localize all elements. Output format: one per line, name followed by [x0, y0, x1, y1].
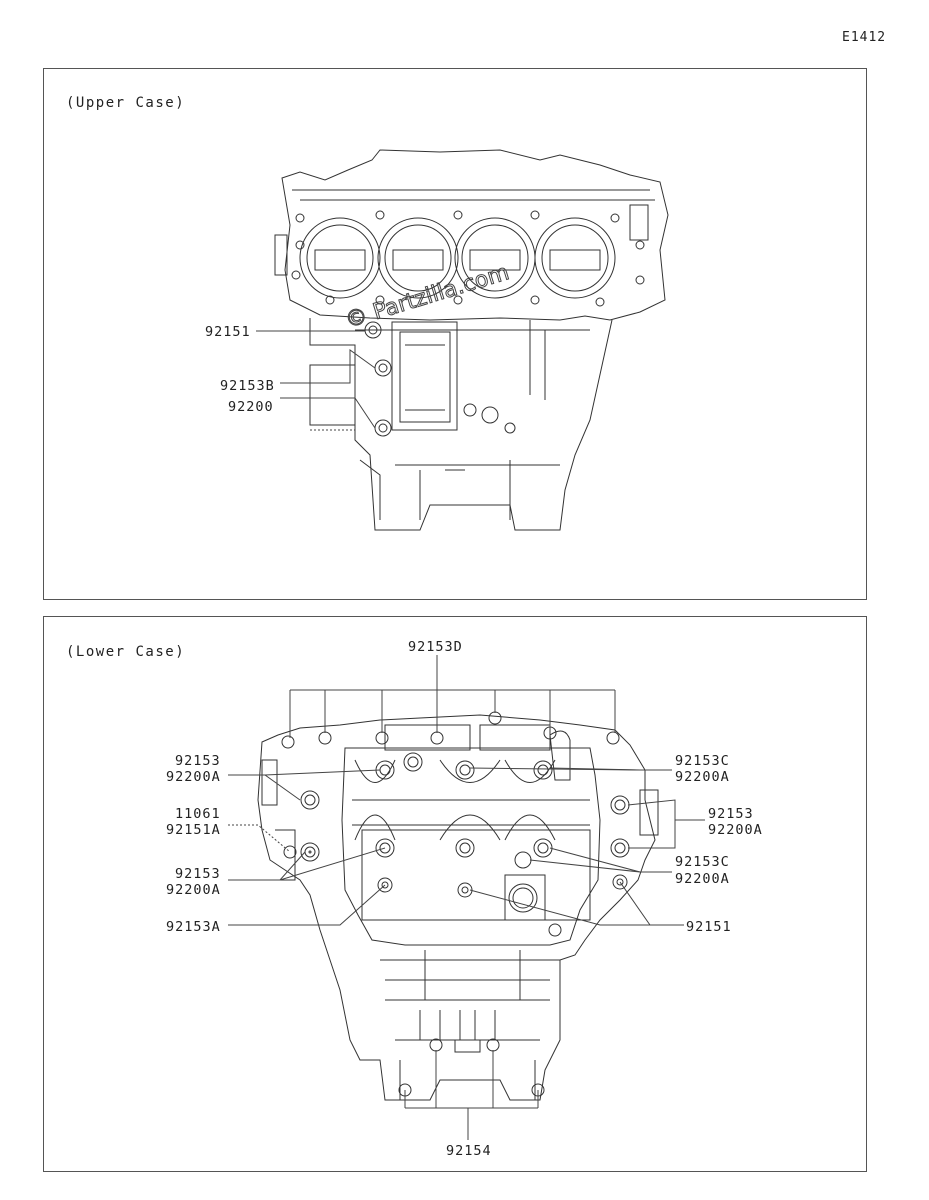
- label-left-3b: 92200A: [166, 882, 221, 898]
- label-left-1a: 92153: [175, 753, 221, 769]
- label-92151: 92151: [205, 324, 251, 340]
- upper-crankcase-drawing: [274, 149, 669, 531]
- label-left-3a: 92153: [175, 866, 221, 882]
- label-left-2a: 11061: [175, 806, 221, 822]
- lower-leader-lines: [228, 655, 705, 1140]
- lower-case-panel: [43, 616, 867, 1172]
- label-92154: 92154: [446, 1143, 492, 1159]
- label-right-3a: 92153C: [675, 854, 730, 870]
- label-left-2b: 92151A: [166, 822, 221, 838]
- label-right-3b: 92200A: [675, 871, 730, 887]
- label-92200: 92200: [228, 399, 274, 415]
- label-92153b: 92153B: [220, 378, 275, 394]
- label-left-4: 92153A: [166, 919, 221, 935]
- upper-case-panel: [43, 68, 867, 600]
- upper-leader-lines: [256, 330, 376, 431]
- label-92153d: 92153D: [408, 639, 463, 655]
- label-right-4: 92151: [686, 919, 732, 935]
- label-right-1b: 92200A: [675, 769, 730, 785]
- diagram-code: E1412: [842, 30, 887, 45]
- label-left-1b: 92200A: [166, 769, 221, 785]
- lower-case-title: (Lower Case): [66, 644, 186, 660]
- label-right-1a: 92153C: [675, 753, 730, 769]
- label-right-2a: 92153: [708, 806, 754, 822]
- label-right-2b: 92200A: [708, 822, 763, 838]
- upper-case-title: (Upper Case): [66, 95, 186, 111]
- lower-crankcase-drawing: [257, 711, 659, 1101]
